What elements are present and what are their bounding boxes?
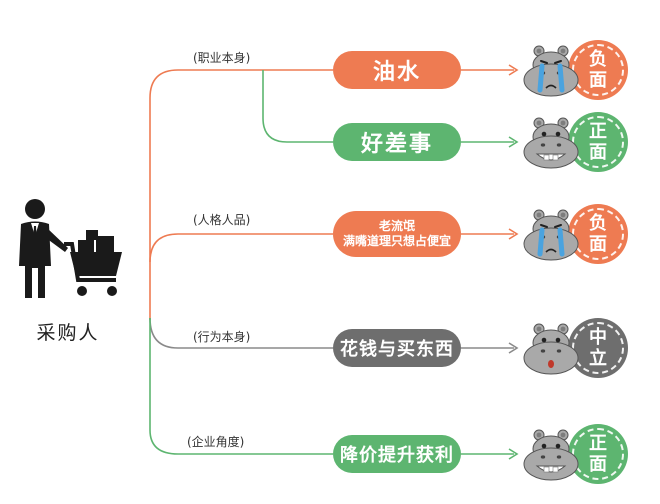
verdict-badge: 负面 bbox=[568, 204, 628, 264]
smiling-hippo-icon bbox=[523, 117, 579, 169]
arrow-behavior bbox=[461, 342, 519, 354]
crying-hippo-icon bbox=[523, 45, 579, 97]
shopper-with-cart-icon bbox=[19, 199, 122, 298]
category-personality-label: (人格人品) bbox=[193, 213, 251, 227]
connector-job-oil bbox=[149, 69, 333, 320]
item-rogue-line1: 老流氓 bbox=[378, 219, 415, 233]
badge-ring bbox=[572, 44, 624, 96]
hippo-face bbox=[522, 44, 584, 102]
item-good-job-pill: 好差事 bbox=[333, 123, 461, 161]
verdict-badge: 中立 bbox=[568, 318, 628, 378]
item-price-cut-pill: 降价提升获利 bbox=[333, 435, 461, 473]
actor-label: 采购人 bbox=[36, 322, 100, 344]
hippo-face bbox=[522, 208, 584, 266]
verdict-badge: 正面 bbox=[568, 424, 628, 484]
item-oil-pill: 油水 bbox=[333, 51, 461, 89]
crying-hippo-icon bbox=[523, 209, 579, 261]
arrow-good bbox=[461, 136, 519, 148]
arrow-oil bbox=[461, 64, 519, 76]
category-company-label: (企业角度) bbox=[187, 435, 245, 449]
connector-personality bbox=[149, 233, 333, 263]
badge-ring bbox=[572, 322, 624, 374]
surprised-hippo-icon bbox=[523, 323, 579, 375]
hippo-face bbox=[522, 322, 584, 380]
connector-company bbox=[149, 318, 333, 455]
connector-job-good bbox=[262, 70, 333, 143]
verdict-badge: 正面 bbox=[568, 112, 628, 172]
item-rogue-pill: 老流氓 满嘴道理只想占便宜 bbox=[333, 211, 461, 257]
hippo-face bbox=[522, 116, 584, 174]
category-job-label: (职业本身) bbox=[193, 51, 251, 65]
badge-ring bbox=[572, 428, 624, 480]
badge-ring bbox=[572, 116, 624, 168]
arrow-company bbox=[461, 448, 519, 460]
item-spend-pill: 花钱与买东西 bbox=[333, 329, 461, 367]
hippo-face bbox=[522, 428, 584, 486]
badge-ring bbox=[572, 208, 624, 260]
arrow-personality bbox=[461, 228, 519, 240]
category-behavior-label: (行为本身) bbox=[193, 330, 251, 344]
verdict-badge: 负面 bbox=[568, 40, 628, 100]
item-rogue-line2: 满嘴道理只想占便宜 bbox=[342, 234, 451, 248]
smiling-hippo-icon bbox=[523, 429, 579, 481]
